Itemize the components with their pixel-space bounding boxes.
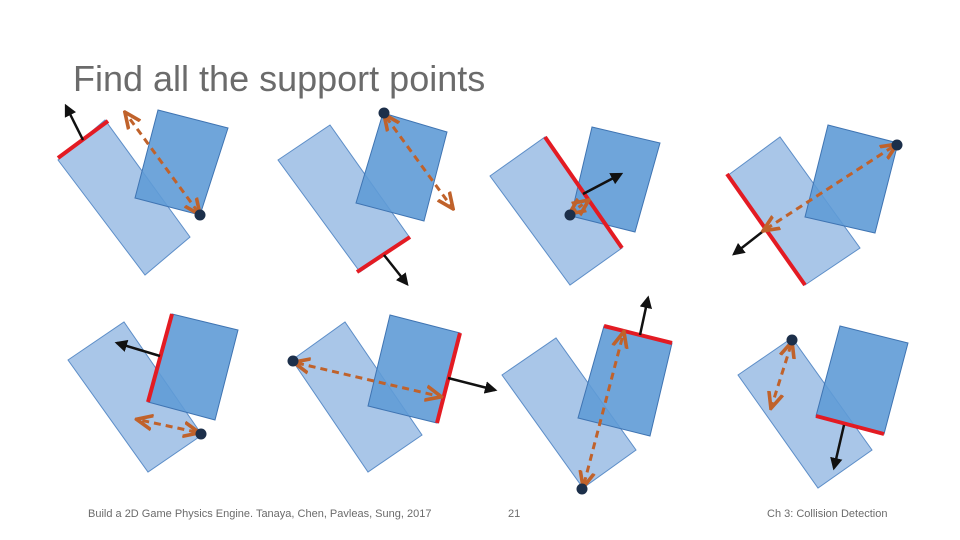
edge-normal-arrow [447, 376, 498, 394]
footer-citation: Build a 2D Game Physics Engine. Tanaya, … [88, 508, 432, 520]
shape-b [367, 314, 461, 424]
support-distance-arrow [766, 146, 894, 229]
support-point [891, 139, 903, 151]
support-distance-arrow [772, 345, 791, 405]
panel-5 [67, 313, 239, 473]
support-distance-arrow [584, 335, 623, 484]
edge-normal-arrow [732, 228, 767, 256]
support-point [786, 334, 798, 346]
edge-normal-arrow [383, 254, 409, 286]
support-distance-arrow [140, 420, 196, 432]
support-edge [146, 313, 174, 403]
panel-7 [501, 295, 673, 495]
support-edge [355, 235, 412, 274]
support-point [378, 107, 390, 119]
shape-b [804, 124, 899, 234]
support-distance-arrow [127, 115, 198, 212]
panel-4 [725, 124, 903, 287]
shape-b [355, 112, 448, 222]
slide-title: Find all the support points [73, 58, 486, 99]
support-distance-arrow [297, 363, 438, 396]
support-point [194, 209, 206, 221]
page-number: 21 [508, 508, 521, 520]
edge-normal-arrow [830, 424, 846, 471]
support-distance-arrow [386, 117, 451, 206]
edge-normal-arrow [114, 339, 161, 358]
panel-6 [287, 314, 498, 473]
shape-b [577, 325, 673, 437]
shape-b [134, 109, 229, 216]
support-point [195, 428, 207, 440]
shape-b [570, 126, 661, 233]
footer-chapter: Ch 3: Collision Detection [767, 508, 888, 520]
shape-b [147, 313, 239, 421]
support-point [576, 483, 588, 495]
support-edge [815, 414, 885, 436]
support-point [564, 209, 576, 221]
panel-2 [277, 107, 451, 286]
edge-normal-arrow [64, 103, 85, 141]
edge-normal-arrow [582, 172, 624, 196]
panel-3 [489, 126, 661, 286]
support-distance-arrow [572, 202, 586, 212]
panel-1 [56, 103, 229, 276]
edge-normal-arrow [638, 295, 652, 336]
panel-8 [737, 325, 909, 489]
support-point [287, 355, 299, 367]
